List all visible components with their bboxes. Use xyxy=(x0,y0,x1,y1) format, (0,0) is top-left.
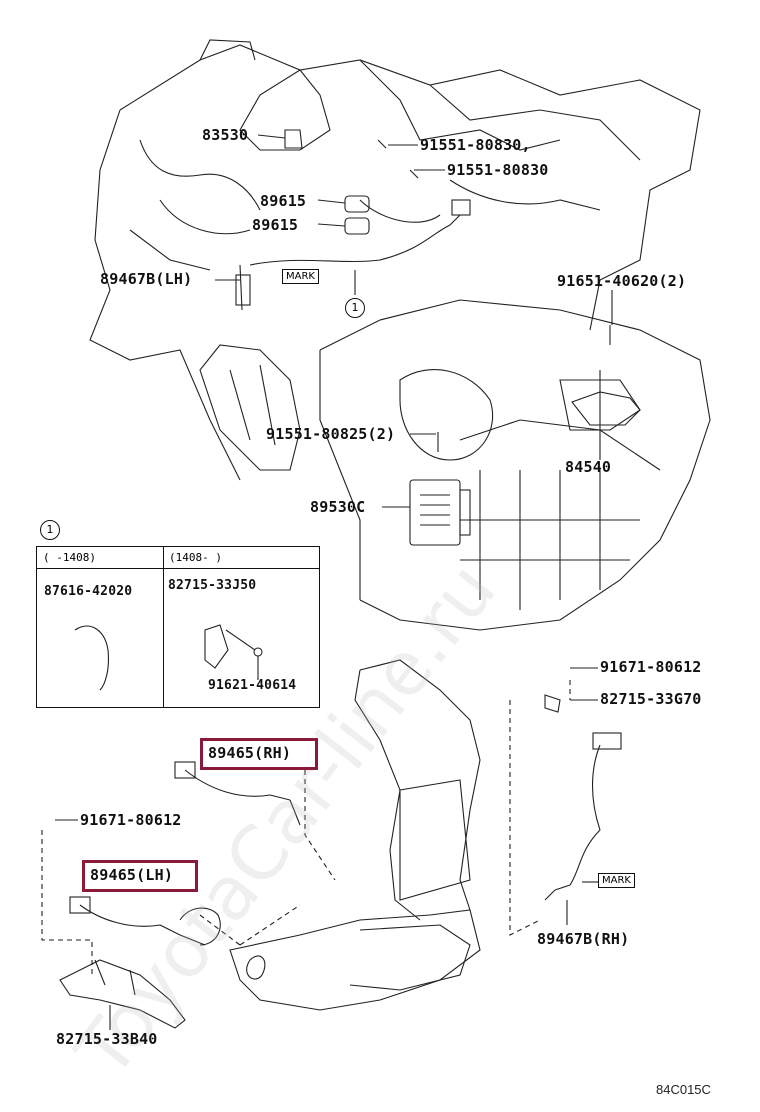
part-label-89465-lh[interactable]: 89465(LH) xyxy=(90,866,174,884)
highlight-89465-lh xyxy=(82,860,198,892)
inset-col1-header: ( -1408) xyxy=(37,547,163,569)
inset-detail-box: ( -1408) (1408- ) xyxy=(36,546,320,708)
mark-label-top: MARK xyxy=(282,269,319,284)
part-label-82715-33g70[interactable]: 82715-33G70 xyxy=(600,690,702,708)
part-label-89615-a[interactable]: 89615 xyxy=(260,192,307,210)
upper-sensor-wire xyxy=(249,214,461,266)
bracket-82715-33b40 xyxy=(59,959,186,1029)
part-label-89467b-rh[interactable]: 89467B(RH) xyxy=(537,930,630,948)
callout-ref-inset: 1 xyxy=(40,520,60,540)
part-label-89530c[interactable]: 89530C xyxy=(310,498,366,516)
part-label-89615-b[interactable]: 89615 xyxy=(252,216,299,234)
mark-label-bottom: MARK xyxy=(598,873,635,888)
part-label-91551-80830-b[interactable]: 91551-80830 xyxy=(447,161,549,179)
part-label-87616-42020[interactable]: 87616-42020 xyxy=(44,584,133,599)
inset-divider xyxy=(163,547,164,707)
part-label-91621-40614[interactable]: 91621-40614 xyxy=(208,678,297,693)
part-label-91551-80830-a[interactable]: 91551-80830, xyxy=(420,136,531,154)
rh-upper-sensor-wire xyxy=(554,744,601,891)
transmission-outline xyxy=(319,299,711,631)
part-label-82715-33b40[interactable]: 82715-33B40 xyxy=(56,1030,158,1048)
inset-col2-header: (1408- ) xyxy=(163,547,319,569)
highlight-89465-rh xyxy=(200,738,318,770)
callout-ref-main: 1 xyxy=(345,298,365,318)
part-label-91551-80825[interactable]: 91551-80825(2) xyxy=(266,425,396,443)
neutral-switch xyxy=(571,391,641,426)
part-label-91651-40620[interactable]: 91651-40620(2) xyxy=(557,272,687,290)
ecu-box xyxy=(409,479,461,546)
lh-sensor-wire xyxy=(79,904,181,936)
exhaust-pipe xyxy=(359,659,481,911)
part-label-84540[interactable]: 84540 xyxy=(565,458,612,476)
part-label-89467b-lh[interactable]: 89467B(LH) xyxy=(100,270,193,288)
part-label-91671-80612-right[interactable]: 91671-80612 xyxy=(600,658,702,676)
engine-outline xyxy=(119,44,701,331)
part-label-89465-rh[interactable]: 89465(RH) xyxy=(208,744,292,762)
rh-sensor-wire xyxy=(184,769,291,801)
figure-code: 84C015C xyxy=(656,1082,711,1097)
part-label-91671-80612-left[interactable]: 91671-80612 xyxy=(80,811,182,829)
part-label-82715-33j50[interactable]: 82715-33J50 xyxy=(168,578,257,593)
part-label-83530[interactable]: 83530 xyxy=(202,126,249,144)
